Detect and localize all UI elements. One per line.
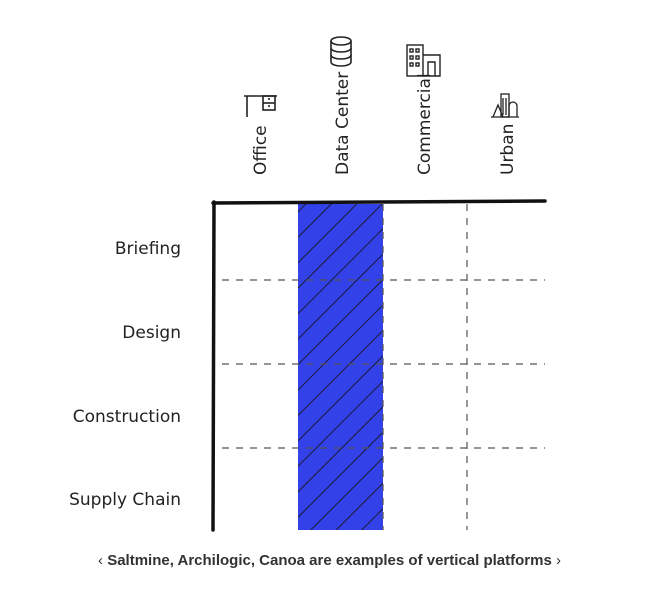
row-labels: Briefing Design Construction Supply Chai…: [69, 239, 181, 510]
caption-right-chevron: ›: [555, 552, 561, 569]
column-label-commercial: Commercial: [415, 73, 435, 175]
row-label-design: Design: [122, 323, 181, 343]
top-axis-line: [211, 199, 547, 205]
column-label-office: Office: [251, 125, 271, 175]
database-icon: [330, 36, 352, 67]
figure-caption: ‹ Saltmine, Archilogic, Canoa are exampl…: [0, 552, 659, 569]
office-desk-icon: [244, 95, 277, 117]
skyline-icon: [491, 93, 519, 118]
caption-text: Saltmine, Archilogic, Canoa are examples…: [107, 552, 552, 569]
row-label-briefing: Briefing: [115, 239, 181, 259]
row-label-supply-chain: Supply Chain: [69, 490, 181, 510]
column-gridlines: [382, 204, 468, 530]
row-label-construction: Construction: [73, 407, 181, 427]
caption-left-chevron: ‹: [98, 552, 104, 569]
column-label-data-center: Data Center: [333, 72, 353, 175]
column-label-urban: Urban: [498, 124, 518, 175]
column-labels: Office Data Center Commercial Urban: [251, 72, 518, 175]
data-center-highlight-band: [298, 204, 383, 530]
row-gridlines: [222, 279, 545, 449]
building-icon: [406, 44, 441, 77]
left-axis-line: [211, 200, 216, 532]
